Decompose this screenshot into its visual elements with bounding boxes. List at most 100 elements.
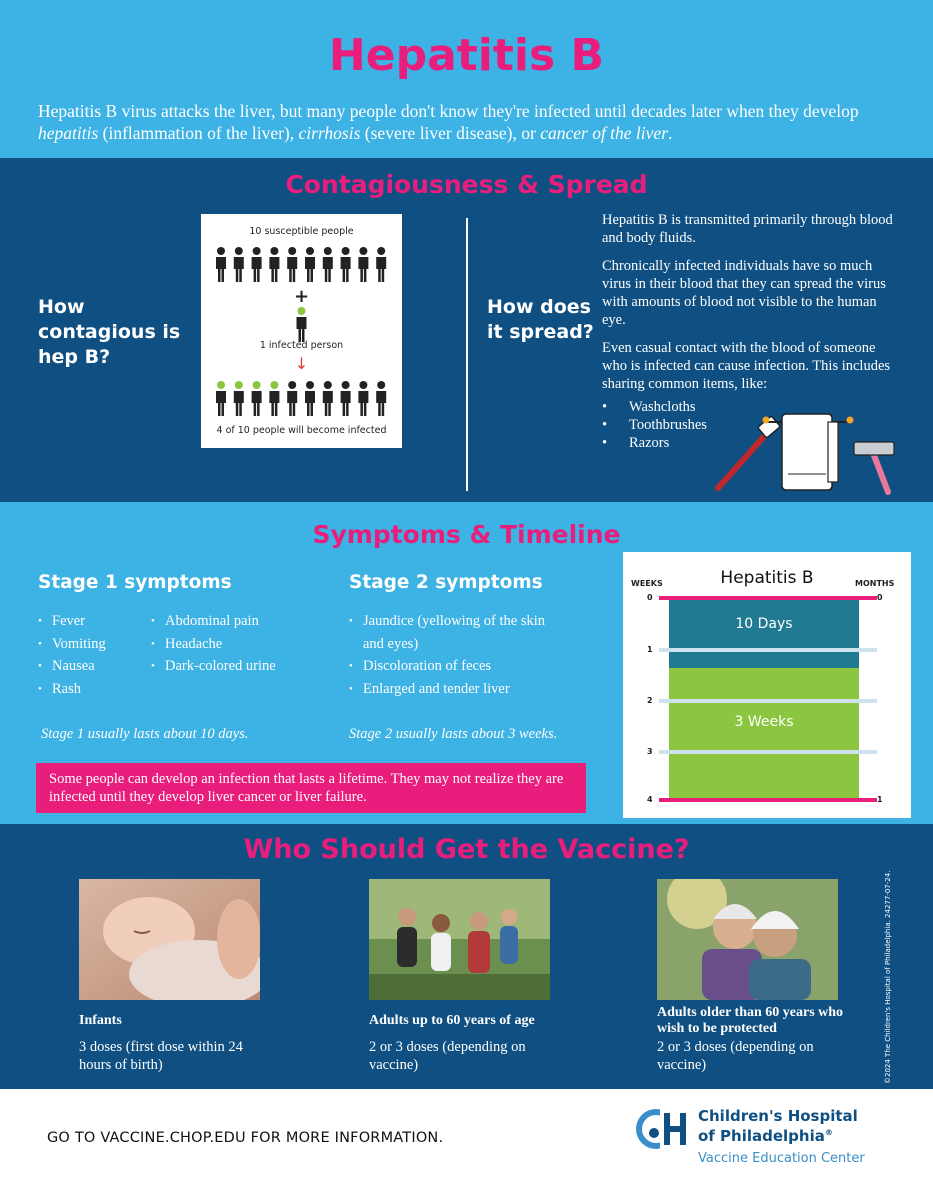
contagiousness-section: Contagiousness & Spread How contagious i…: [0, 158, 933, 502]
person-icon: [376, 381, 387, 416]
list-item: Washcloths: [602, 398, 707, 416]
person-icon: [358, 381, 369, 416]
group-desc-adults: 2 or 3 doses (depending on vaccine): [369, 1039, 526, 1073]
spread-paragraph-1: Hepatitis B is transmitted primarily thr…: [602, 212, 893, 246]
stage1-block-label: 10 Days: [735, 616, 793, 632]
stage1-list-col2: Abdominal pain Headache Dark-colored uri…: [151, 610, 276, 678]
adults-running-photo: [369, 879, 550, 1000]
week-tick: 1: [647, 645, 653, 654]
older-couple-photo: [657, 879, 838, 1000]
marker-start: [659, 596, 877, 600]
spread-paragraph-2: Chronically infected individuals have so…: [602, 258, 886, 328]
org-name-line2: of Philadelphia®: [698, 1127, 833, 1145]
chop-logo-icon: [636, 1107, 686, 1151]
stage2-block: [669, 668, 859, 800]
list-item: Discoloration of feces: [349, 655, 549, 678]
intro-part: .: [668, 123, 673, 143]
month-tick: 0: [877, 593, 883, 602]
person-icon: [305, 247, 315, 282]
stage2-list: Jaundice (yellowing of the skin and eyes…: [349, 610, 549, 700]
group-title-adults: Adults up to 60 years of age: [369, 1013, 535, 1028]
arrow-down-icon: ↓: [294, 354, 309, 373]
person-icon: [296, 307, 307, 342]
figure-label-infected: 1 infected person: [259, 340, 344, 351]
person-icon: [269, 381, 280, 416]
question-how-spread: How does it spread?: [487, 296, 594, 343]
razor-icon: [853, 441, 895, 495]
marker-end: [659, 798, 877, 802]
person-icon: [322, 381, 333, 416]
group-desc-older-adults: 2 or 3 doses (depending on vaccine): [657, 1039, 814, 1073]
spread-description: Hepatitis B is transmitted primarily thr…: [602, 211, 902, 403]
washcloth-icon: [762, 413, 854, 491]
person-icon: [305, 381, 315, 416]
person-icon: [269, 247, 280, 282]
group-title-older-adults: Adults older than 60 years who wish to b…: [657, 1005, 844, 1036]
question-how-contagious: How contagious is hep B?: [38, 296, 181, 368]
stage2-heading: Stage 2 symptoms: [349, 572, 543, 593]
shared-items-list: Washcloths Toothbrushes Razors: [602, 398, 707, 452]
timeline-right-axis-label: MONTHS: [855, 579, 895, 588]
org-name-text: of Philadelphia: [698, 1127, 825, 1145]
registered-mark: ®: [824, 1128, 833, 1137]
group-title-infants: Infants: [79, 1013, 122, 1028]
person-icon: [233, 381, 244, 416]
list-item: Vomiting: [38, 633, 106, 656]
spread-paragraph-3: Even casual contact with the blood of so…: [602, 340, 891, 392]
shared-items-illustration: [715, 413, 895, 495]
intro-term-hepatitis: hepatitis: [38, 123, 99, 143]
intro-part: Hepatitis B virus attacks the liver, but…: [38, 101, 859, 121]
person-icon: [251, 381, 262, 416]
person-icon: [287, 381, 298, 416]
section-title-contagiousness: Contagiousness & Spread: [285, 170, 648, 199]
intro-term-cancer: cancer of the liver: [540, 123, 669, 143]
intro-part: (inflammation of the liver),: [98, 123, 299, 143]
section-title-vaccine: Who Should Get the Vaccine?: [243, 834, 690, 865]
intro-text: Hepatitis B virus attacks the liver, but…: [38, 100, 908, 144]
list-item: Enlarged and tender liver: [349, 678, 549, 701]
intro-part: (severe liver disease), or: [360, 123, 541, 143]
org-subtitle: Vaccine Education Center: [698, 1151, 865, 1166]
contagion-figure: 10 susceptible people + 1 infected perso…: [201, 214, 402, 448]
stage1-list-col1: Fever Vomiting Nausea Rash: [38, 610, 106, 700]
week-tick: 2: [647, 696, 653, 705]
list-item: Fever: [38, 610, 106, 633]
infected-person-icon: [296, 307, 307, 342]
week-tick: 0: [647, 593, 653, 602]
figure-label-susceptible: 10 susceptible people: [249, 226, 354, 237]
footer: GO TO VACCINE.CHOP.EDU FOR MORE INFORMAT…: [0, 1089, 933, 1200]
person-icon: [340, 247, 351, 282]
person-icon: [340, 381, 351, 416]
list-item: Rash: [38, 678, 106, 701]
stage2-block-label: 3 Weeks: [734, 714, 794, 730]
figure-label-result: 4 of 10 people will become infected: [216, 425, 387, 436]
header: Hepatitis B Hepatitis B virus attacks th…: [0, 0, 933, 158]
week-tick: 3: [647, 747, 653, 756]
person-icon: [216, 381, 226, 416]
person-icon: [251, 247, 262, 282]
person-icon: [216, 247, 226, 282]
stage1-duration: Stage 1 usually lasts about 10 days.: [41, 726, 249, 742]
plus-icon: +: [293, 286, 310, 307]
gridline-week-1: [659, 648, 877, 652]
footer-cta[interactable]: GO TO VACCINE.CHOP.EDU FOR MORE INFORMAT…: [47, 1130, 444, 1146]
list-item: Nausea: [38, 655, 106, 678]
list-item: Headache: [151, 633, 276, 656]
toothbrush-icon: [715, 415, 781, 491]
intro-term-cirrhosis: cirrhosis: [298, 123, 361, 143]
copyright-notice: ©2024 The Children's Hospital of Philade…: [884, 870, 892, 1084]
susceptible-people-row: [216, 247, 387, 282]
person-icon: [287, 247, 298, 282]
timeline-left-axis-label: WEEKS: [631, 579, 663, 588]
timeline-chart: WEEKS MONTHS Hepatitis B 0 1 2 3 4 0 1 1…: [623, 552, 911, 818]
sleeping-newborn-photo: [79, 879, 260, 1000]
week-tick: 4: [647, 795, 653, 804]
stage1-heading: Stage 1 symptoms: [38, 572, 232, 593]
person-icon: [233, 247, 244, 282]
page-title: Hepatitis B: [328, 30, 605, 81]
list-item: Toothbrushes: [602, 416, 707, 434]
stage2-duration: Stage 2 usually lasts about 3 weeks.: [349, 726, 558, 742]
list-item: Razors: [602, 434, 707, 452]
person-icon: [376, 247, 387, 282]
section-divider: [466, 218, 468, 491]
